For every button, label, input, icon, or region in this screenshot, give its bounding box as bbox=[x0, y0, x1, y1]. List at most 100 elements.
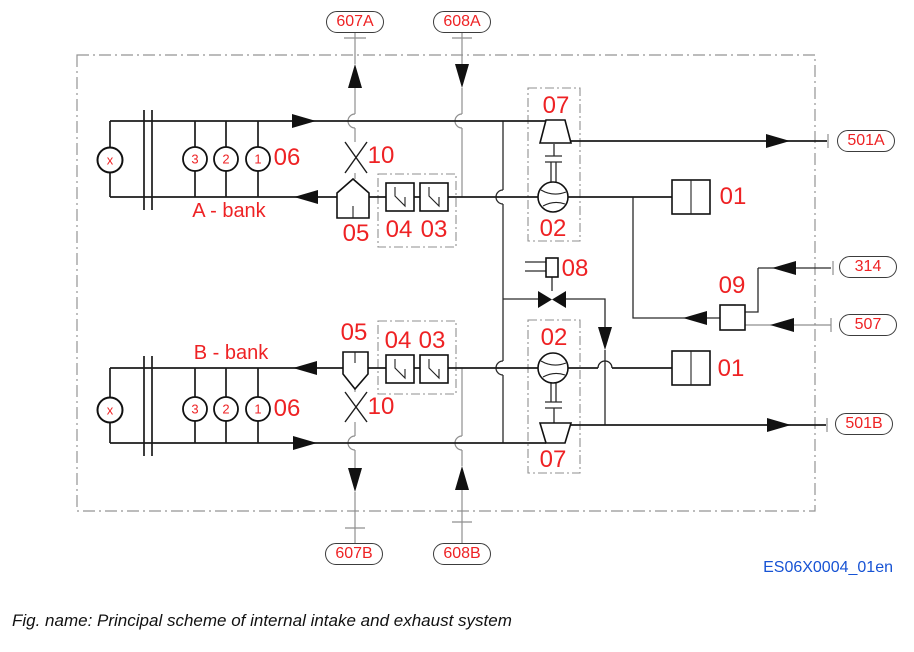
unit-09-icon bbox=[719, 304, 746, 331]
port-607b: 607B bbox=[325, 543, 383, 565]
label-04b: 04 bbox=[384, 327, 412, 354]
fan-02a-icon bbox=[537, 181, 569, 213]
sensor-2-a-circle bbox=[213, 146, 239, 172]
bank-b-bulkhead bbox=[143, 356, 153, 456]
sensor-1-b-circle bbox=[245, 396, 271, 422]
branch-lines bbox=[495, 121, 831, 443]
arrow-left-507-icon bbox=[770, 318, 794, 332]
label-05a: 05 bbox=[342, 220, 370, 247]
filter-04b-icon bbox=[385, 354, 415, 384]
fan-a-shaft-coupling bbox=[545, 144, 562, 182]
sensor-circles bbox=[96, 146, 271, 424]
sensor-3-b-label: 3 bbox=[191, 401, 199, 417]
label-02b: 02 bbox=[540, 324, 568, 351]
bank-a-bulkhead bbox=[143, 110, 153, 210]
sensor-x-b-label: x bbox=[106, 402, 114, 418]
port-608a: 608A bbox=[433, 11, 491, 33]
label-01b: 01 bbox=[717, 355, 745, 382]
control-valve-08-icon bbox=[538, 291, 566, 308]
sensor-2-a-label: 2 bbox=[222, 151, 230, 167]
actuator-08-icon bbox=[545, 257, 559, 278]
fan-02b-impeller bbox=[540, 360, 567, 378]
damper-valves bbox=[344, 141, 368, 423]
arrow-down-608a-icon bbox=[455, 64, 469, 88]
label-07b: 07 bbox=[539, 446, 567, 473]
damper-10b-icon bbox=[344, 391, 368, 423]
flow-arrows bbox=[292, 64, 796, 492]
separator-05a-icon bbox=[336, 177, 370, 219]
filter-03b-glyph bbox=[428, 359, 440, 380]
fan-a-box bbox=[527, 87, 581, 242]
filter-04a-icon bbox=[385, 182, 415, 212]
label-03b: 03 bbox=[418, 327, 446, 354]
port-501b: 501B bbox=[835, 413, 893, 435]
port-end-ticks-vertical bbox=[344, 37, 472, 529]
port-608b: 608B bbox=[433, 543, 491, 565]
damper-10a-icon bbox=[344, 141, 368, 174]
component-group-boxes bbox=[377, 87, 581, 474]
sensor-x-a-circle bbox=[96, 146, 124, 174]
line-hop bbox=[495, 189, 504, 376]
port-end-ticks-horizontal bbox=[826, 134, 834, 432]
port-507: 507 bbox=[839, 314, 897, 336]
label-10a: 10 bbox=[367, 142, 395, 169]
sensor-1-a-circle bbox=[245, 146, 271, 172]
sensor-x-a-label: x bbox=[106, 152, 114, 168]
port-314: 314 bbox=[839, 256, 897, 278]
line-hop bbox=[597, 360, 613, 369]
label-05b: 05 bbox=[340, 319, 368, 346]
label-09: 09 bbox=[718, 272, 746, 299]
arrow-down-bypass-icon bbox=[598, 327, 612, 350]
port-connector-lines bbox=[344, 33, 834, 543]
arrow-left-b-intake-icon bbox=[293, 361, 317, 375]
fan-02a-impeller bbox=[540, 189, 567, 207]
label-10b: 10 bbox=[367, 393, 395, 420]
bank-b-sensor-stubs bbox=[194, 368, 259, 443]
sensor-1-a-label: 1 bbox=[254, 151, 262, 167]
actuator-lines bbox=[525, 261, 553, 291]
filters-b-box bbox=[377, 320, 457, 395]
arrow-left-a-intake-icon bbox=[294, 190, 318, 204]
arrow-right-b-exhaust-icon bbox=[293, 436, 317, 450]
silencer-07b-icon bbox=[538, 422, 573, 444]
arrow-up-608b-icon bbox=[455, 466, 469, 490]
sensor-x-b-circle bbox=[96, 396, 124, 424]
label-02a: 02 bbox=[539, 215, 567, 242]
fan-b-box bbox=[527, 319, 581, 474]
label-01a: 01 bbox=[719, 183, 747, 210]
drawing-code: ES06X0004_01en bbox=[763, 559, 893, 576]
filter-03a-glyph bbox=[428, 187, 440, 208]
label-06b: 06 bbox=[273, 395, 301, 422]
filter-04b-glyph bbox=[394, 359, 406, 380]
figure-caption: Fig. name: Principal scheme of internal … bbox=[12, 611, 512, 630]
sensor-3-b-circle bbox=[182, 396, 208, 422]
arrow-left-09-icon bbox=[683, 311, 707, 325]
separator-05b-icon bbox=[342, 351, 369, 391]
arrow-right-501b-icon bbox=[767, 418, 791, 432]
filter-03b-icon bbox=[419, 354, 449, 384]
line-314 bbox=[745, 267, 831, 313]
fan-02b-icon bbox=[537, 352, 569, 384]
bank-b-title: B - bank bbox=[193, 342, 269, 364]
silencer-07a-icon bbox=[538, 119, 573, 144]
fan-b-shaft-coupling bbox=[545, 383, 562, 423]
port-607a: 607A bbox=[326, 11, 384, 33]
label-06a: 06 bbox=[273, 144, 301, 171]
sensor-3-a-label: 3 bbox=[191, 151, 199, 167]
sensor-2-b-circle bbox=[213, 396, 239, 422]
label-08: 08 bbox=[561, 255, 589, 282]
arrow-left-314-icon bbox=[772, 261, 796, 275]
label-04a: 04 bbox=[385, 216, 413, 243]
label-07a: 07 bbox=[542, 92, 570, 119]
sensor-3-a-circle bbox=[182, 146, 208, 172]
line-09-to-fan bbox=[632, 197, 720, 319]
arrow-down-607b-icon bbox=[348, 468, 362, 492]
sensor-2-b-label: 2 bbox=[222, 401, 230, 417]
arrow-right-a-exhaust-icon bbox=[292, 114, 316, 128]
arrow-up-607a-icon bbox=[348, 64, 362, 88]
bypass-valve-line bbox=[503, 298, 606, 425]
filter-03a-icon bbox=[419, 182, 449, 212]
arrow-right-501a-icon bbox=[766, 134, 790, 148]
